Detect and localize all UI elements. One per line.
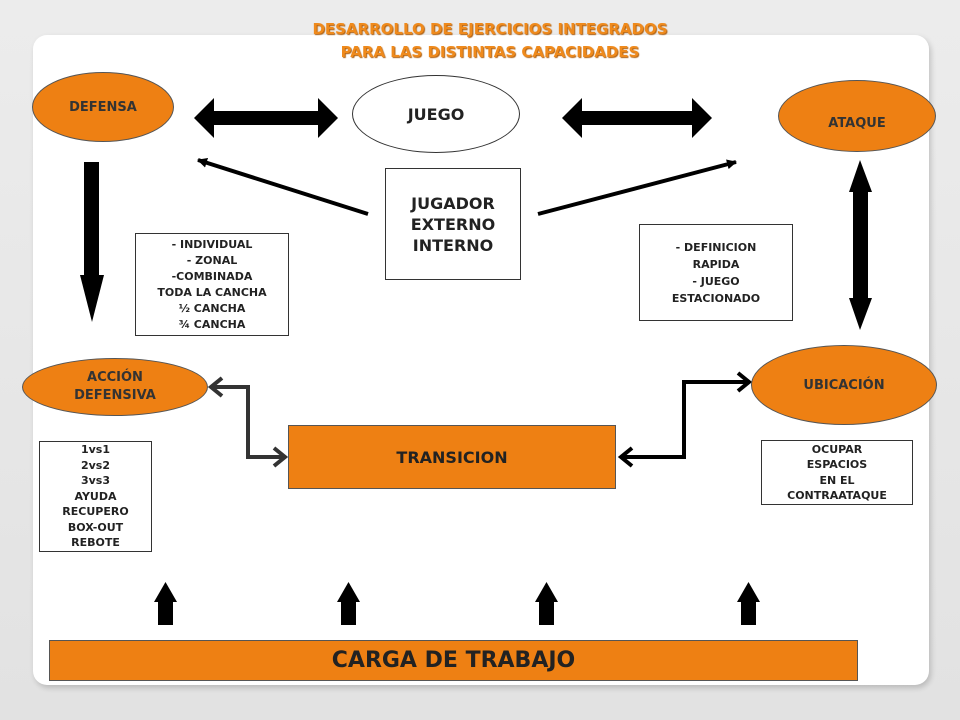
double-arrow-defensa-juego — [194, 98, 338, 138]
up-arrow-4 — [737, 582, 760, 625]
double-arrow-ataque-ubicacion — [849, 160, 872, 330]
defense-types-box: - INDIVIDUAL - ZONAL -COMBINADA TODA LA … — [135, 233, 289, 336]
accion-defensiva-line-1: ACCIÓN — [87, 370, 143, 385]
down-arrow-defensa — [80, 162, 104, 322]
accion-defensiva-node: ACCIÓN DEFENSIVA — [22, 358, 208, 416]
defensive-action-item: BOX-OUT — [67, 520, 124, 534]
attack-type-item: ESTACIONADO — [671, 291, 761, 305]
ubicacion-label: UBICACIÓN — [803, 377, 885, 393]
placement-item: OCUPAR — [811, 442, 863, 456]
transicion-label: TRANSICION — [396, 447, 508, 467]
jugador-line-1: JUGADOR — [411, 193, 495, 213]
jugador-box: JUGADOR EXTERNO INTERNO — [385, 168, 521, 280]
ataque-label: ATAQUE — [828, 115, 886, 131]
title-line-2: PARA LAS DISTINTAS CAPACIDADES — [340, 43, 640, 61]
defensive-action-item: REBOTE — [71, 536, 120, 550]
defensive-action-item: 3vs3 — [80, 474, 111, 488]
defensive-action-item: 2vs2 — [80, 458, 111, 472]
attack-types-box: - DEFINICION RAPIDA - JUEGO ESTACIONADO — [639, 224, 793, 321]
defense-type-item: ¾ CANCHA — [178, 317, 246, 331]
defense-type-item: - INDIVIDUAL — [171, 237, 253, 251]
placement-item: ESPACIOS — [806, 458, 868, 471]
ubicacion-node: UBICACIÓN — [751, 345, 937, 425]
arrow-jugador-to-defensa — [197, 157, 369, 216]
up-arrow-3 — [535, 582, 558, 625]
juego-label: JUEGO — [407, 104, 465, 124]
connector-transicion-ubicacion — [617, 371, 753, 468]
accion-defensiva-line-2: DEFENSIVA — [74, 388, 156, 403]
placement-item: CONTRAATAQUE — [787, 489, 887, 502]
up-arrow-1 — [154, 582, 177, 625]
attack-type-item: - JUEGO — [692, 274, 740, 288]
carga-de-trabajo-node: CARGA DE TRABAJO — [49, 640, 858, 681]
defensive-action-item: RECUPERO — [62, 505, 129, 519]
defense-type-item: -COMBINADA — [171, 269, 253, 283]
arrow-jugador-to-ataque — [537, 159, 737, 216]
defensive-action-item: AYUDA — [74, 489, 117, 503]
up-arrow-2 — [337, 582, 360, 625]
defensive-actions-box: 1vs1 2vs2 3vs3 AYUDA RECUPERO BOX-OUT RE… — [39, 441, 152, 552]
jugador-line-2: EXTERNO — [410, 214, 496, 234]
transicion-node: TRANSICION — [288, 425, 616, 489]
defense-type-item: ½ CANCHA — [178, 301, 246, 315]
juego-node: JUEGO — [352, 75, 520, 153]
double-arrow-juego-ataque — [562, 98, 712, 138]
connector-accion-transicion — [207, 376, 289, 468]
defensa-label: DEFENSA — [69, 99, 137, 115]
attack-type-item: RAPIDA — [692, 257, 740, 271]
defense-type-item: - ZONAL — [186, 253, 238, 267]
attack-type-item: - DEFINICION — [675, 240, 757, 254]
carga-label: CARGA DE TRABAJO — [331, 648, 576, 673]
ataque-node: ATAQUE — [778, 80, 936, 152]
title-line-1: DESARROLLO DE EJERCICIOS INTEGRADOS — [312, 20, 668, 38]
defensa-node: DEFENSA — [32, 72, 174, 142]
defensive-action-item: 1vs1 — [80, 443, 111, 457]
placement-item: EN EL — [819, 473, 855, 487]
placement-box: OCUPAR ESPACIOS EN EL CONTRAATAQUE — [761, 440, 913, 505]
jugador-line-3: INTERNO — [412, 235, 494, 255]
defense-type-item: TODA LA CANCHA — [157, 285, 267, 299]
